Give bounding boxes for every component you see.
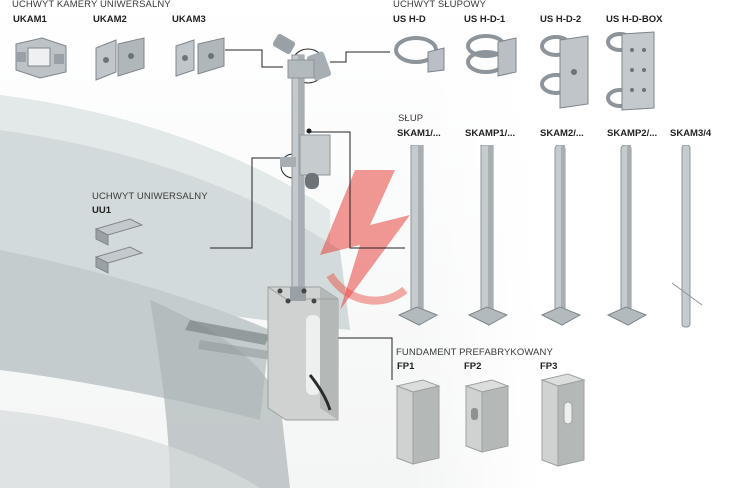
us-hd1-label: US H-D-1 <box>464 14 506 25</box>
skamp1-image <box>467 145 509 326</box>
us-hd-box-label: US H-D-BOX <box>606 14 663 25</box>
fp3-image <box>540 373 586 467</box>
fp3-label: FP3 <box>540 361 558 372</box>
camera-mounts-title: UCHWYT KAMERY UNIWERSALNY <box>12 0 171 10</box>
fp1-label: FP1 <box>397 361 415 372</box>
ukam3-image <box>175 37 225 77</box>
fp2-label: FP2 <box>464 361 482 372</box>
ukam1-image <box>15 37 67 79</box>
fp2-image <box>464 379 510 453</box>
skam2-image <box>540 145 582 326</box>
skam3-4-image <box>671 145 703 328</box>
skam1-label: SKAM1/... <box>397 128 441 139</box>
us-hd-box-image <box>606 31 655 111</box>
universal-mount-title: UCHWYT UNIWERSALNY <box>92 191 208 202</box>
fp1-image <box>395 379 441 465</box>
ukam2-label: UKAM2 <box>93 14 127 25</box>
skamp1-label: SKAMP1/... <box>465 128 516 139</box>
skam1-image <box>397 145 439 326</box>
foundations-title: FUNDAMENT PREFABRYKOWANY <box>396 347 553 358</box>
pole-mounts-title: UCHWYT SŁUPOWY <box>393 0 487 10</box>
ukam1-label: UKAM1 <box>13 14 47 25</box>
us-hd2-label: US H-D-2 <box>540 14 582 25</box>
main-pole-assembly <box>267 34 339 421</box>
us-hd-image <box>394 36 445 73</box>
skamp2-label: SKAMP2/... <box>607 128 658 139</box>
skamp2-image <box>606 145 648 326</box>
poles-title: SŁUP <box>398 113 424 124</box>
skam2-label: SKAM2/... <box>540 128 584 139</box>
us-hd2-image <box>540 35 589 109</box>
ukam2-image <box>95 37 145 81</box>
us-hd1-image <box>466 34 517 77</box>
uu1-label: UU1 <box>92 205 112 216</box>
uu1-image <box>94 218 144 274</box>
ukam3-label: UKAM3 <box>172 14 206 25</box>
skam3-4-label: SKAM3/4 <box>670 128 712 139</box>
us-hd-label: US H-D <box>393 14 426 25</box>
